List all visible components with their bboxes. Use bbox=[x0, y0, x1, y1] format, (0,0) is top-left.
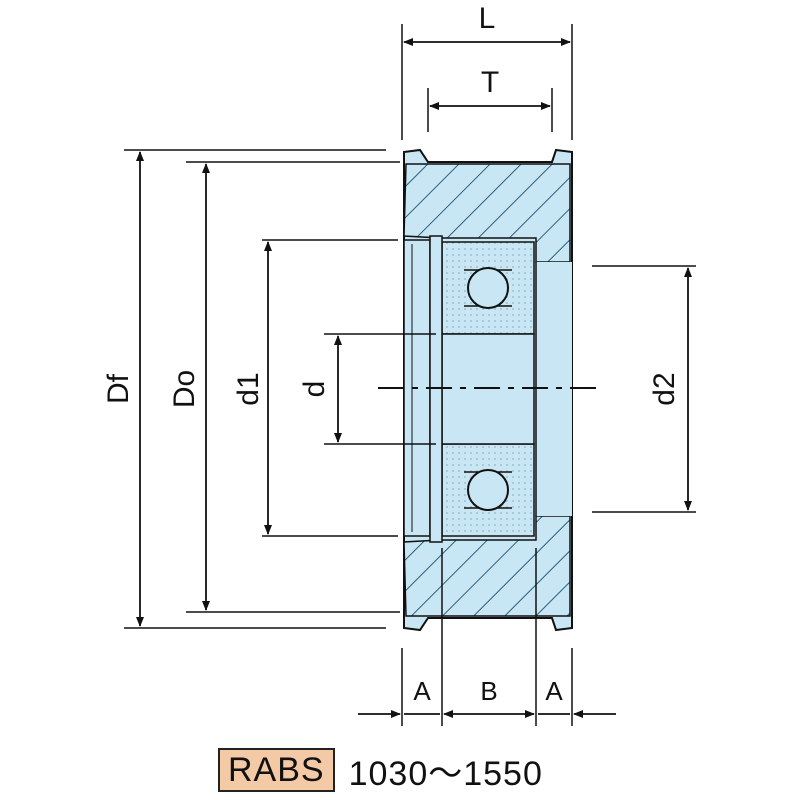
label-d1: d1 bbox=[232, 372, 265, 405]
extension-lines bbox=[124, 24, 696, 726]
label-d2: d2 bbox=[648, 372, 681, 405]
model-badge: RABS bbox=[218, 748, 335, 792]
model-caption: RABS 1030～1550 bbox=[218, 748, 543, 793]
bearing-inner-ring bbox=[441, 333, 535, 445]
label-T: T bbox=[481, 66, 499, 99]
hatched-section-top bbox=[403, 163, 571, 263]
bearing bbox=[403, 235, 535, 543]
label-B: B bbox=[480, 676, 497, 706]
label-L: L bbox=[479, 2, 496, 35]
label-Df: Df bbox=[102, 373, 135, 404]
model-range: 1030～1550 bbox=[348, 754, 543, 793]
bearing-ball-top bbox=[467, 267, 509, 309]
hatched-section-bottom bbox=[403, 515, 571, 617]
label-A-right: A bbox=[545, 676, 563, 706]
label-d: d bbox=[298, 381, 331, 398]
bearing-ball-bottom bbox=[467, 469, 509, 511]
label-Do: Do bbox=[168, 370, 201, 408]
dimension-lines bbox=[136, 38, 692, 718]
label-A-left: A bbox=[413, 676, 431, 706]
